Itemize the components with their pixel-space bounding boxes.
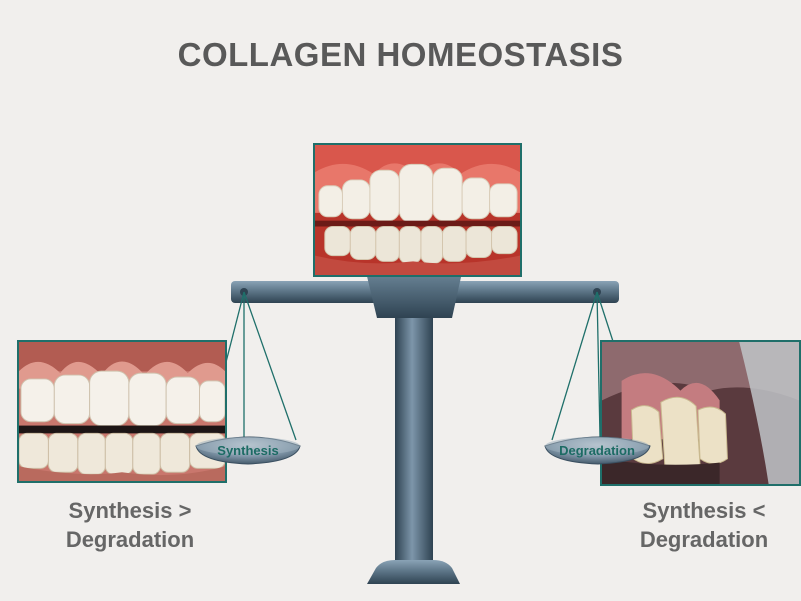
right-photo: [600, 340, 801, 486]
right-caption-line1: Synthesis <: [614, 496, 794, 525]
top-photo: [313, 143, 522, 277]
right-caption: Synthesis < Degradation: [614, 496, 794, 554]
right-caption-line2: Degradation: [614, 525, 794, 554]
gingival-recession-photo-icon: [602, 342, 799, 484]
healthy-teeth-photo-icon: [315, 145, 520, 275]
left-caption-line2: Degradation: [40, 525, 220, 554]
left-photo: [17, 340, 227, 483]
left-caption: Synthesis > Degradation: [40, 496, 220, 554]
scale-post: [395, 300, 433, 562]
gingival-overgrowth-photo-icon: [19, 342, 225, 481]
scale-base: [367, 560, 460, 584]
left-caption-line1: Synthesis >: [40, 496, 220, 525]
